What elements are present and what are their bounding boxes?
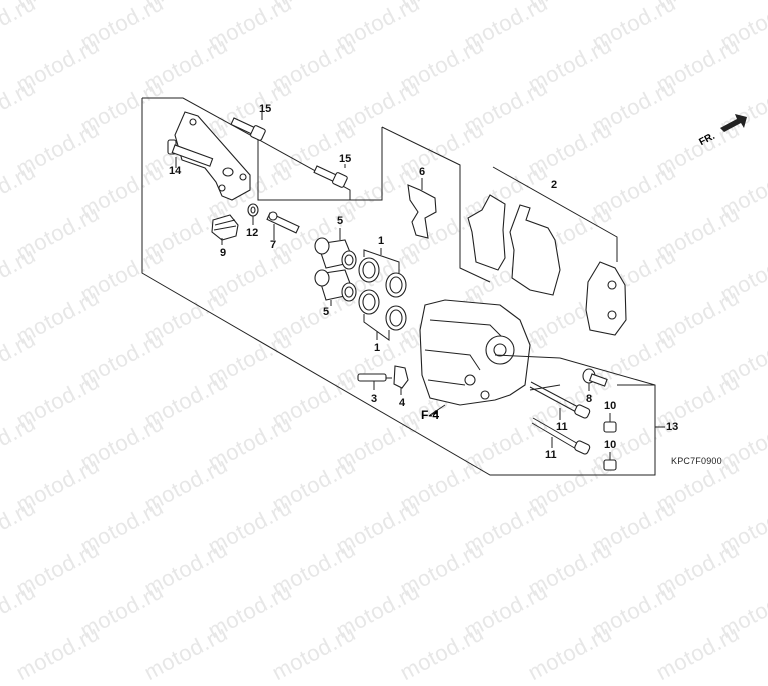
callout-5-lower: 5 bbox=[323, 306, 330, 318]
slide-pin bbox=[266, 211, 300, 240]
watermark-text: motod.ru bbox=[523, 620, 616, 686]
callout-7: 7 bbox=[270, 239, 277, 251]
callout-15-upper: 15 bbox=[259, 103, 272, 115]
pad-pin-upper bbox=[529, 381, 591, 420]
flange-bolt-upper bbox=[230, 112, 266, 141]
pad-spring bbox=[407, 178, 437, 239]
callout-9: 9 bbox=[220, 247, 227, 259]
bolt-8 bbox=[582, 368, 608, 391]
bleed-cap bbox=[386, 365, 409, 395]
flange-bolt-lower bbox=[313, 164, 348, 188]
watermark-text: motod.ru bbox=[203, 578, 296, 644]
callout-5-upper: 5 bbox=[337, 215, 344, 227]
watermark-text: motod.ru bbox=[459, 578, 552, 644]
reference-label-f4: F-4 bbox=[421, 408, 439, 422]
watermark-text: motod.ru bbox=[139, 620, 232, 686]
callout-10-upper: 10 bbox=[604, 400, 617, 412]
washer bbox=[247, 203, 259, 225]
callout-11-upper: 11 bbox=[556, 421, 568, 433]
callout-13: 13 bbox=[666, 421, 679, 433]
callout-14: 14 bbox=[169, 165, 182, 177]
front-direction-arrow-icon bbox=[720, 114, 747, 132]
callout-11-lower: 11 bbox=[545, 449, 557, 461]
caliper-bracket bbox=[167, 111, 251, 201]
watermark-text: motod.ru bbox=[267, 620, 360, 686]
watermark-text: motod.ru bbox=[395, 620, 488, 686]
brake-pads bbox=[467, 194, 627, 336]
caliper-body bbox=[419, 299, 561, 416]
callout-6: 6 bbox=[419, 166, 426, 178]
callout-12: 12 bbox=[246, 227, 259, 239]
piston-seals bbox=[358, 248, 407, 341]
pad-pin-lower bbox=[531, 417, 591, 455]
piston-upper bbox=[314, 228, 357, 270]
piston-lower bbox=[314, 269, 357, 306]
callout-10-lower: 10 bbox=[604, 439, 617, 451]
watermark-text: motod.ru bbox=[0, 578, 40, 644]
bleed-screw bbox=[357, 373, 387, 390]
watermark-text: motod.ru bbox=[331, 578, 424, 644]
callout-3: 3 bbox=[371, 393, 378, 405]
watermark-text: motod.ru bbox=[715, 578, 768, 644]
watermark-text: motod.ru bbox=[75, 578, 168, 644]
callout-1-lower: 1 bbox=[374, 342, 381, 354]
watermark-text: motod.ru bbox=[651, 620, 744, 686]
callout-4: 4 bbox=[399, 397, 406, 409]
assembly-outline bbox=[141, 97, 665, 476]
diagram-line-art bbox=[141, 97, 747, 476]
plug-lower bbox=[603, 452, 617, 471]
watermark-text: motod.ru bbox=[587, 578, 680, 644]
watermark-text: motod.ru bbox=[11, 620, 104, 686]
callout-8: 8 bbox=[586, 393, 593, 405]
callout-15-lower: 15 bbox=[339, 153, 352, 165]
callout-2: 2 bbox=[551, 179, 558, 191]
plug-upper bbox=[603, 413, 617, 433]
boot bbox=[211, 214, 239, 245]
callout-1-upper: 1 bbox=[378, 235, 385, 247]
diagram-code: KPC7F0900 bbox=[671, 456, 722, 466]
